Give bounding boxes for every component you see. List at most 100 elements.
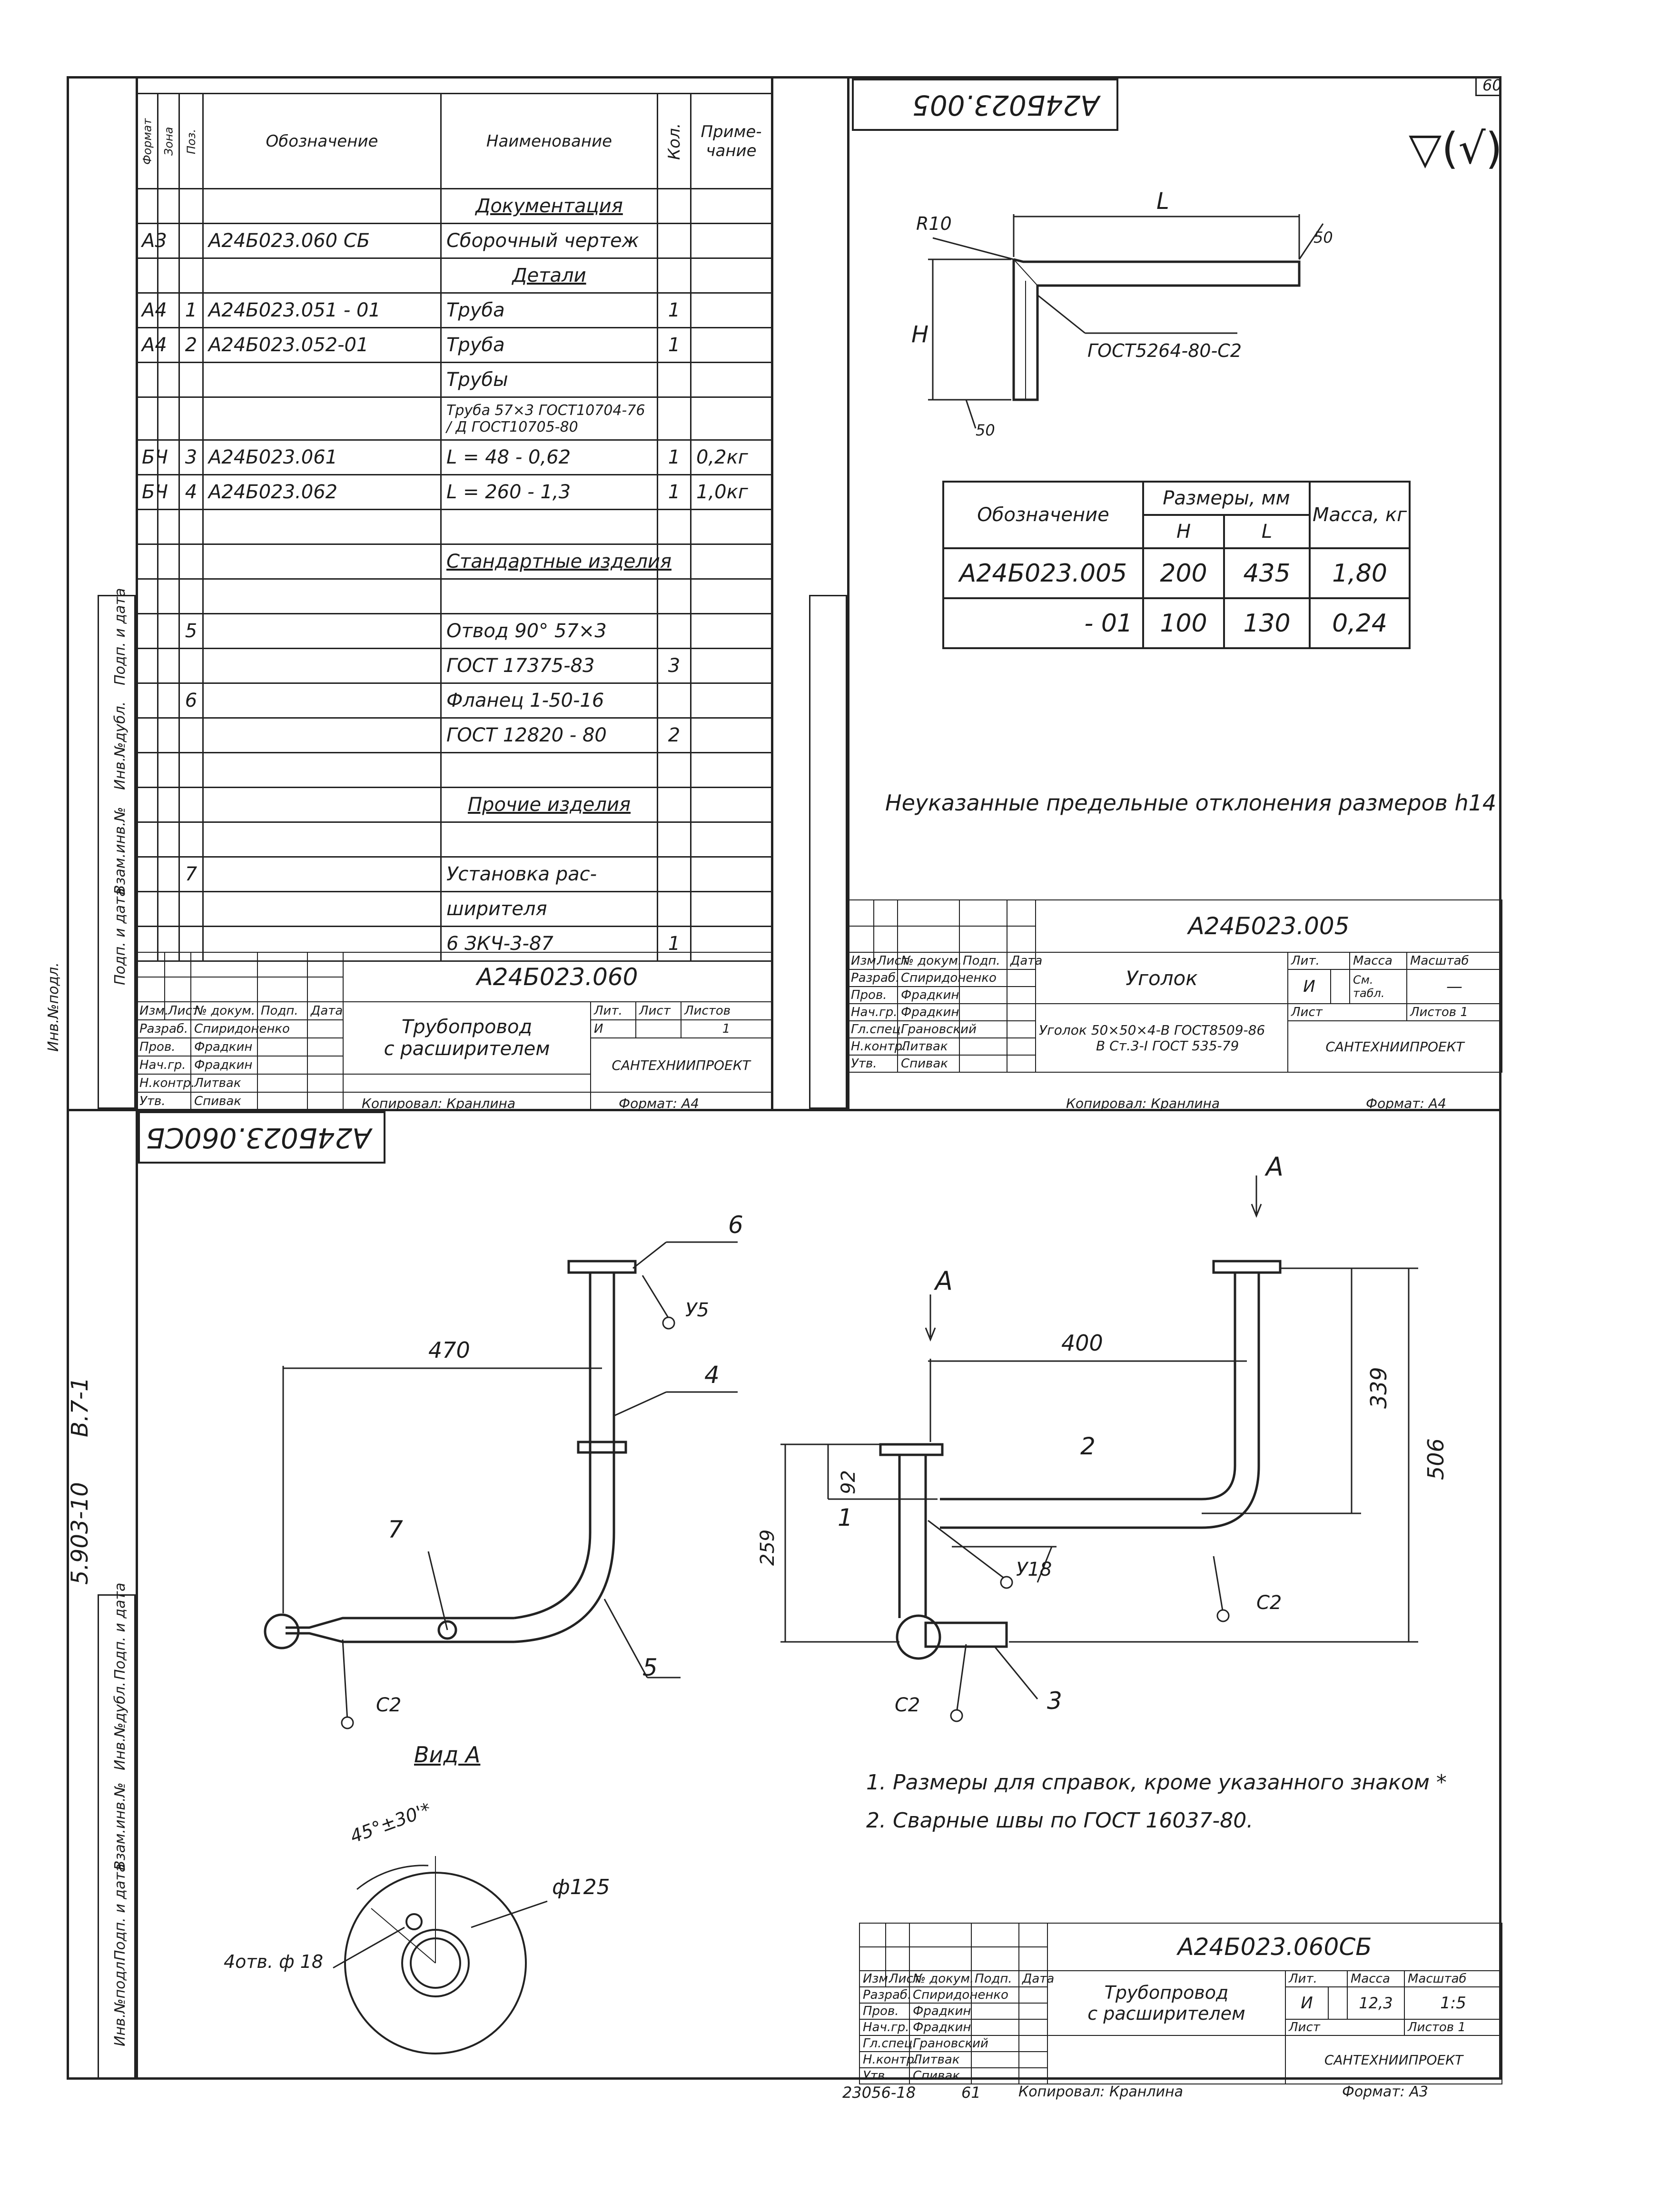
spec-cell-name: L = 260 - 1,3 [440, 474, 658, 510]
spec-cell-zone [157, 856, 180, 892]
spec-cell-qty: 1 [657, 474, 691, 510]
spec-cell-des [202, 891, 442, 927]
spec-cell-qty [657, 188, 691, 224]
spec-cell-pos [178, 752, 204, 788]
spec-cell-zone [157, 509, 180, 545]
spec-cell-note [690, 543, 772, 580]
angle-tb-code: А24Б023.005 [1035, 899, 1503, 953]
spec-cell-name: Отвод 90° 57×3 [440, 613, 658, 649]
spec-cell-fmt: А4 [136, 327, 167, 363]
side-strip-mid-top [809, 595, 847, 1109]
spec-cell-qty [657, 821, 691, 858]
spec-cell-zone [157, 891, 180, 927]
spec-cell-zone [157, 257, 180, 294]
spec-cell-pos [178, 188, 204, 224]
spec-cell-qty [657, 223, 691, 259]
spec-cell-des: А24Б023.062 [202, 474, 442, 510]
spec-cell-zone [157, 396, 180, 441]
view-a-arrow-left: А [935, 1266, 953, 1296]
spec-cell-zone [157, 752, 180, 788]
radius-label: R10 [916, 213, 952, 234]
spec-cell-fmt [136, 717, 158, 753]
spec-cell-fmt [136, 257, 158, 294]
spec-cell-note [690, 891, 772, 927]
pipe-end-left [264, 1613, 300, 1649]
pos-1: 1 [838, 1504, 853, 1531]
spec-cell-pos [178, 509, 204, 545]
spec-cell-name: ширителя [440, 891, 658, 927]
spec-cell-zone [157, 188, 180, 224]
spec-cell-name: ГОСТ 12820 - 80 [440, 717, 658, 753]
view-a [333, 1856, 548, 2054]
angle-weld-line [1013, 259, 1038, 286]
inner-left-bottom [136, 1109, 138, 2080]
spec-cell-des [202, 543, 442, 580]
spec-cell-note [690, 223, 772, 259]
assembly-format: Формат: А3 [1342, 2084, 1428, 2100]
spec-cell-pos [178, 396, 204, 441]
dim-339: 339 [1366, 1367, 1392, 1409]
spec-cell-zone [157, 292, 180, 328]
bolt-hole [405, 1913, 423, 1930]
spec-cell-des [202, 613, 442, 649]
spec-cell-qty: 1 [657, 327, 691, 363]
spec-cell-name: ГОСТ 17375-83 [440, 648, 658, 684]
pos7-mark [437, 1620, 457, 1640]
pos-5: 5 [642, 1654, 658, 1681]
spec-cell-des: А24Б023.061 [202, 439, 442, 475]
spec-header-cell: Приме-чание [690, 93, 772, 189]
spec-cell-pos [178, 257, 204, 294]
inner-left-mid [847, 76, 849, 1109]
spec-cell-zone [157, 223, 180, 259]
spec-cell-pos [178, 223, 204, 259]
spec-cell-name [440, 752, 658, 788]
spec-cell-fmt: А3 [136, 223, 167, 259]
spec-cell-name: Фланец 1-50-16 [440, 682, 658, 719]
spec-cell-name: Стандартные изделия [440, 543, 672, 580]
roughness-symbol: ▽(√) [1409, 124, 1502, 174]
spec-cell-note [690, 188, 772, 224]
spec-cell-qty [657, 257, 691, 294]
assembly-left [264, 1260, 637, 1649]
spec-cell-fmt [136, 752, 158, 788]
spec-cell-zone [157, 543, 180, 580]
spec-cell-pos [178, 787, 204, 823]
pos-4: 4 [704, 1361, 720, 1389]
spec-cell-name: Трубы [440, 362, 658, 398]
angle-format: Формат: А4 [1366, 1096, 1446, 1111]
spec-cell-fmt [136, 821, 158, 858]
corner-box-top [852, 79, 1118, 131]
pipe-bottom-edge [286, 1632, 514, 1643]
spec-cell-qty [657, 752, 691, 788]
spec-cell-qty [657, 509, 691, 545]
spec-cell-zone [157, 821, 180, 858]
spec-cell-pos: 7 [178, 856, 204, 892]
spec-cell-fmt [136, 682, 158, 719]
side-strip-left-bottom [98, 1594, 136, 2080]
spec-cell-qty [657, 396, 691, 441]
spec-cell-fmt [136, 396, 158, 441]
table-row: Стандартные изделия [136, 543, 772, 580]
note-2: 2. Сварные швы по ГОСТ 16037-80. [866, 1808, 1254, 1833]
spec-cell-note [690, 327, 772, 363]
bottom-code: 23056-18 [842, 2084, 916, 2102]
spec-cell-pos [178, 648, 204, 684]
spec-cell-des [202, 856, 442, 892]
spec-cell-note [690, 821, 772, 858]
spec-cell-des [202, 362, 442, 398]
weld-size-bottom: 50 [976, 421, 995, 439]
page-number-box [1475, 76, 1501, 96]
spec-cell-pos: 6 [178, 682, 204, 719]
